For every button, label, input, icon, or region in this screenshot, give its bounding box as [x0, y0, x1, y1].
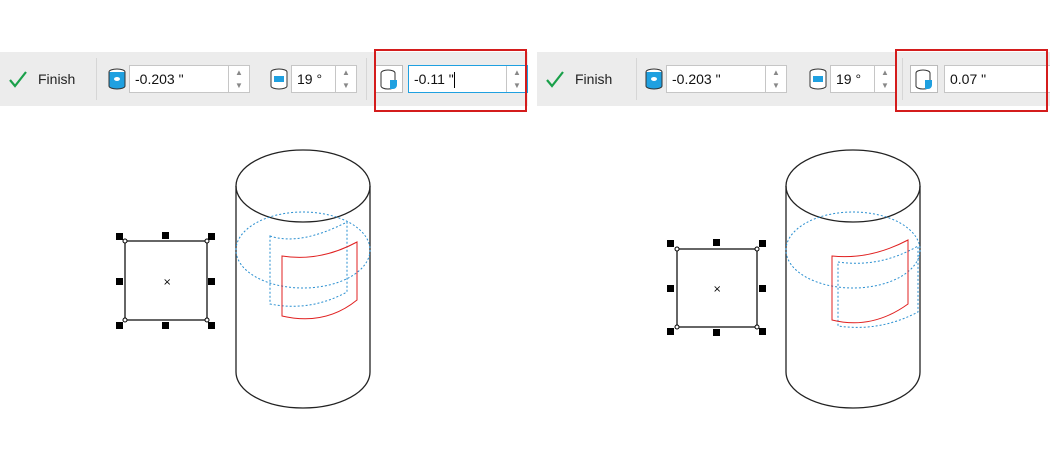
selection-handles[interactable]	[116, 232, 215, 329]
cylinder-offset-icon	[645, 68, 663, 90]
svg-text:×: ×	[713, 284, 721, 295]
toolbar-left: Finish -0.203 "▲▼ 19 °▲▼ -0.11 " ▲▼	[0, 52, 528, 106]
separator	[636, 58, 637, 100]
cylinder-angle-icon	[270, 68, 288, 90]
angle-spinner[interactable]: ▲▼	[874, 66, 895, 92]
projection-ellipse	[785, 211, 921, 289]
offset-field[interactable]: -0.203 "▲▼	[666, 65, 787, 93]
cylinder-angle-icon	[809, 68, 827, 90]
cylinder-depth-icon	[915, 69, 932, 90]
selection-handles[interactable]	[667, 239, 766, 336]
right-drawing: ×	[667, 149, 921, 409]
separator	[366, 58, 367, 100]
checkmark-icon	[9, 71, 27, 88]
svg-text:×: ×	[163, 277, 171, 288]
depth-field[interactable]: 0.07 "	[944, 65, 1050, 93]
red-shape[interactable]	[831, 239, 909, 324]
separator	[96, 58, 97, 100]
angle-spinner[interactable]: ▲▼	[335, 66, 356, 92]
depth-spinner[interactable]: ▲▼	[506, 66, 527, 92]
finish-label: Finish	[575, 71, 613, 87]
selected-square[interactable]: ×	[667, 239, 766, 336]
cylinder[interactable]	[235, 149, 371, 409]
highlight-box	[374, 49, 527, 112]
cylinder-offset-icon	[108, 68, 126, 90]
cylinder-depth-icon	[380, 69, 397, 90]
offset-spinner[interactable]: ▲▼	[765, 66, 786, 92]
offset-field[interactable]: -0.203 "▲▼	[129, 65, 250, 93]
left-drawing: ×	[116, 149, 371, 409]
red-shape[interactable]	[281, 241, 358, 320]
highlight-box	[895, 49, 1048, 112]
offset-spinner[interactable]: ▲▼	[228, 66, 249, 92]
toolbar-right: Finish -0.203 "▲▼ 19 °▲▼ 0.07 "	[537, 52, 1050, 106]
cylinder[interactable]	[785, 149, 921, 409]
depth-mode-button[interactable]	[910, 65, 938, 93]
selected-square[interactable]: ×	[116, 232, 215, 329]
angle-field[interactable]: 19 °▲▼	[830, 65, 896, 93]
finish-button[interactable]: Finish	[8, 52, 75, 106]
finish-button[interactable]: Finish	[545, 52, 612, 106]
text-caret	[453, 72, 455, 89]
finish-label: Finish	[38, 71, 76, 87]
depth-field[interactable]: -0.11 " ▲▼	[408, 65, 528, 93]
dotted-shape	[837, 245, 919, 328]
checkmark-icon	[546, 71, 564, 88]
separator	[902, 58, 903, 100]
angle-field[interactable]: 19 °▲▼	[291, 65, 357, 93]
depth-value: -0.11 "	[414, 71, 454, 87]
projection-ellipse	[235, 211, 371, 289]
